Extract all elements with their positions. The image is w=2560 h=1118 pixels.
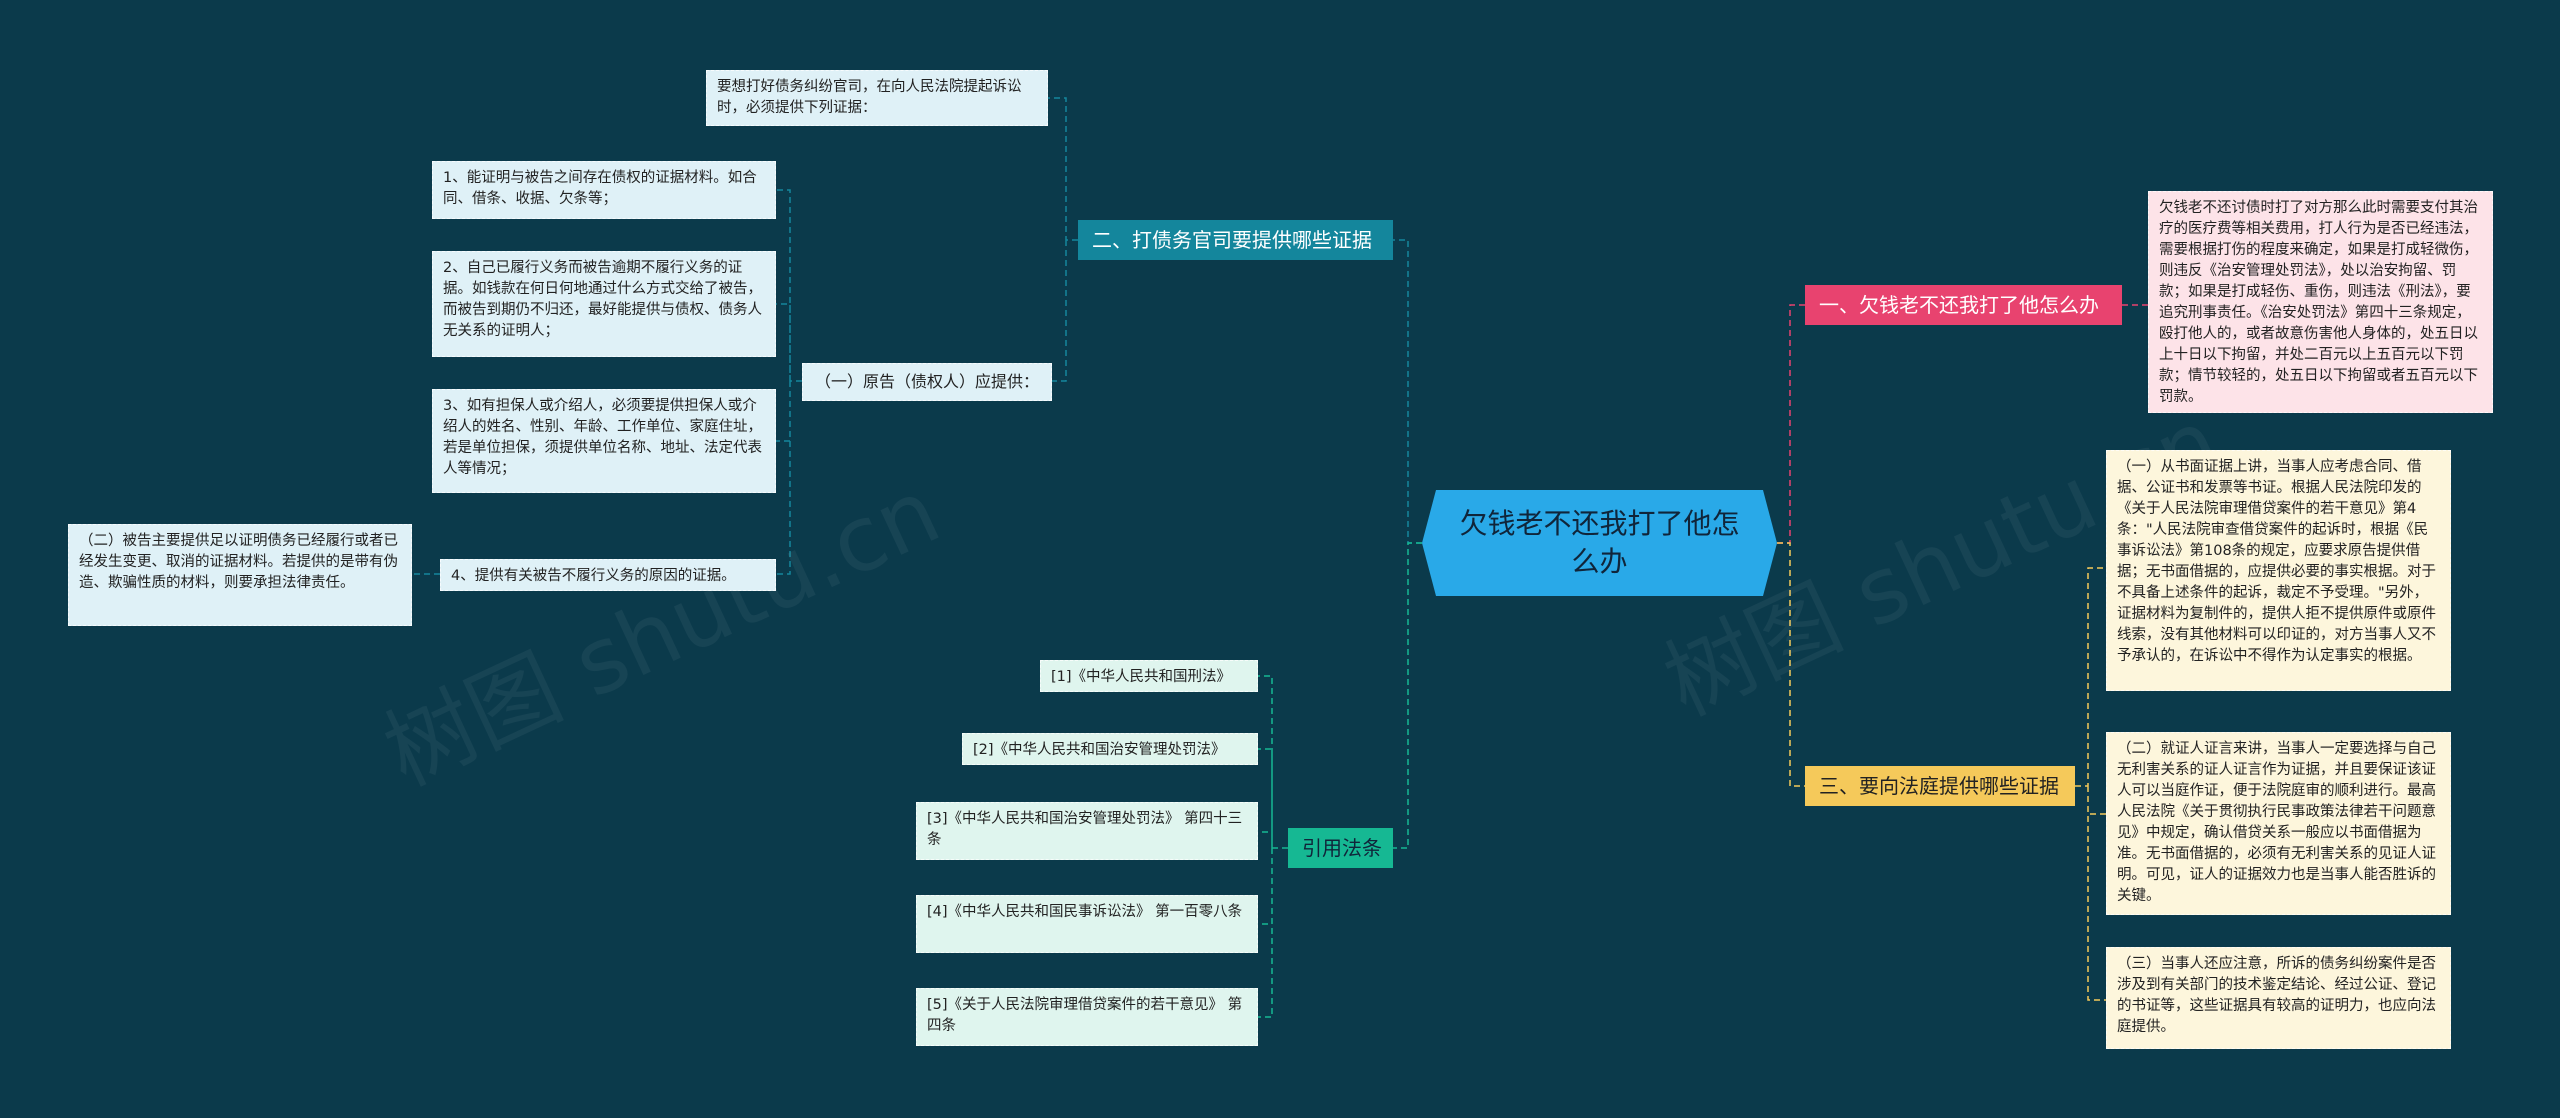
- sub-node-plaintiff[interactable]: （一）原告（债权人）应提供：: [802, 363, 1052, 401]
- leaf-law-2[interactable]: [2]《中华人民共和国治安管理处罚法》: [962, 733, 1258, 765]
- leaf-b2-item-4: 4、提供有关被告不履行义务的原因的证据。: [440, 559, 776, 591]
- leaf-b2-item-1: 1、能证明与被告之间存在债权的证据材料。如合同、借条、收据、欠条等；: [432, 161, 776, 219]
- link-b2-sub: [1048, 97, 1078, 382]
- leaf-law-4[interactable]: [4]《中华人民共和国民事诉讼法》 第一百零八条: [916, 895, 1258, 953]
- leaf-b2-defendant: （二）被告主要提供足以证明债务已经履行或者已经发生变更、取消的证据材料。若提供的…: [68, 524, 412, 626]
- leaf-b3-item-3: （三）当事人还应注意，所诉的债务纠纷案件是否涉及到有关部门的技术鉴定结论、经过公…: [2106, 947, 2451, 1049]
- link-root-b2: [1393, 239, 1422, 544]
- link-b4-laws: [1258, 675, 1288, 1018]
- leaf-b2-item-2: 2、自己已履行义务而被告逾期不履行义务的证据。如钱款在何日何地通过什么方式交给了…: [432, 251, 776, 357]
- branch-node-2[interactable]: 二、打债务官司要提供哪些证据: [1078, 220, 1393, 260]
- leaf-b2-intro: 要想打好债务纠纷官司，在向人民法院提起诉讼时，必须提供下列证据：: [706, 70, 1048, 126]
- branch-label: 二、打债务官司要提供哪些证据: [1092, 228, 1372, 252]
- branch-label: 一、欠钱老不还我打了他怎么办: [1819, 293, 2099, 317]
- link-root-b4: [1393, 542, 1422, 849]
- link-root-b3: [1777, 542, 1805, 787]
- branch-node-1[interactable]: 一、欠钱老不还我打了他怎么办: [1805, 285, 2122, 325]
- leaf-law-5[interactable]: [5]《关于人民法院审理借贷案件的若干意见》 第四条: [916, 988, 1258, 1046]
- leaf-b3-item-2: （二）就证人证言来讲，当事人一定要选择与自己无利害关系的证人证言作为证据，并且要…: [2106, 732, 2451, 915]
- leaf-law-3[interactable]: [3]《中华人民共和国治安管理处罚法》 第四十三条: [916, 802, 1258, 860]
- leaf-law-1[interactable]: [1]《中华人民共和国刑法》: [1040, 660, 1258, 692]
- link-root-b1: [1777, 304, 1805, 544]
- root-label: 欠钱老不还我打了他怎么办: [1459, 507, 1740, 578]
- branch-node-3[interactable]: 三、要向法庭提供哪些证据: [1805, 766, 2075, 806]
- branch-label: 引用法条: [1302, 836, 1382, 860]
- link-sub-items: [776, 189, 802, 575]
- root-node[interactable]: 欠钱老不还我打了他怎么办: [1422, 490, 1777, 596]
- branch-label: 三、要向法庭提供哪些证据: [1819, 774, 2059, 798]
- leaf-b1-text: 欠钱老不还讨债时打了对方那么此时需要支付其治疗的医疗费等相关费用，打人行为是否已…: [2148, 191, 2493, 413]
- link-b3-items: [2075, 567, 2106, 1001]
- leaf-b3-item-1: （一）从书面证据上讲，当事人应考虑合同、借据、公证书和发票等书证。根据人民法院印…: [2106, 450, 2451, 691]
- branch-node-4[interactable]: 引用法条: [1288, 828, 1393, 868]
- leaf-b2-item-3: 3、如有担保人或介绍人，必须要提供担保人或介绍人的姓名、性别、年龄、工作单位、家…: [432, 389, 776, 493]
